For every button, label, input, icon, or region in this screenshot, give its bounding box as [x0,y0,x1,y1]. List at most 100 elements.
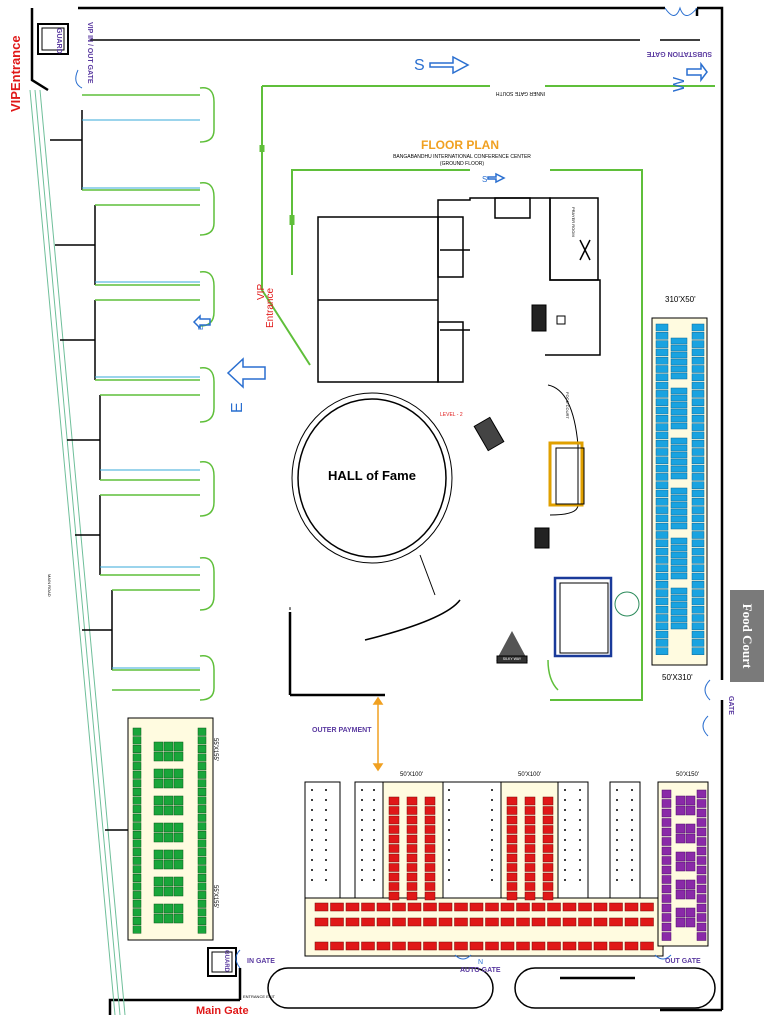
stall [388,825,400,834]
stall [691,423,705,431]
stall [691,498,705,506]
stall [173,849,184,860]
stall [691,390,705,398]
dim-50x100-b-label: 50'X100' [518,772,541,778]
stall [153,768,164,779]
stall [593,902,608,912]
stall [661,875,672,884]
stall [547,941,561,951]
stall [506,853,518,863]
marker-dot [491,809,493,811]
marker-dot [325,819,327,821]
stall [424,891,436,901]
compass-s-label: S [414,57,425,74]
stall [345,917,360,927]
stall [163,859,174,870]
stall [506,834,518,844]
stall [670,615,688,623]
stall [376,917,391,927]
stall [153,822,164,833]
marker-dot [311,819,313,821]
stall [685,805,696,816]
stall [661,799,672,808]
stall [424,882,436,891]
stall [696,808,707,818]
gate-arcs [75,6,711,969]
stall [655,556,669,564]
stall [609,902,623,912]
stall [153,859,164,870]
stall [655,406,669,415]
stall [173,903,184,914]
stall [388,796,400,806]
site-boundary [30,6,724,1015]
stall [691,431,705,440]
stall [691,614,705,622]
stall [132,822,142,831]
stall [392,941,406,951]
stall [655,614,669,622]
marker-dot [491,859,493,861]
stall [691,597,705,606]
stall [424,834,436,844]
stall [197,830,207,839]
stall [696,789,707,799]
stall [696,846,707,856]
stall [661,827,672,837]
stall [524,882,536,891]
blue-stall-zone [651,317,708,666]
stall [691,556,705,564]
dim-55x155-b-label: 55'X155' [212,885,218,908]
stall [407,902,422,912]
stall [655,390,669,398]
stall [153,751,164,762]
stall [197,882,207,891]
red-stall-zone [304,781,664,957]
stall [163,903,174,914]
stall [670,522,688,530]
silky-way-label: SILKY WAY [503,657,522,661]
inner-food-court [473,304,640,691]
food-court-label: Food Court [740,603,755,669]
stall [314,917,329,927]
stall [655,464,669,473]
stall [542,891,554,901]
stall [407,917,422,927]
marker-dot [631,819,633,821]
marker-dot [579,869,581,871]
dim-50x100-a-label: 50'X100' [400,772,423,778]
stall [655,398,669,406]
stall [670,351,688,359]
marker-dot [448,789,450,791]
marker-dot [491,879,493,881]
stall [691,522,705,531]
marker-dot [616,839,618,841]
stall [424,863,436,872]
stall [655,605,669,614]
marker-dot [616,819,618,821]
stall [438,902,453,912]
marker-dot [311,849,313,851]
stall [197,744,207,753]
marker-dot [579,819,581,821]
marker-dot [361,879,363,881]
stall [406,853,418,863]
stall [407,941,422,951]
stall [624,941,639,951]
stall [153,832,164,843]
entrance-exit-label: ENTRANCE EXIT [243,994,276,999]
stall [696,932,707,941]
stall [670,358,688,366]
out-gate-label: OUT GATE [665,958,701,965]
stall [506,882,518,891]
stall [691,489,705,498]
stall [163,849,174,860]
stall [132,805,142,814]
stall [163,778,174,789]
stall [516,941,530,951]
stall [655,647,669,655]
stall [197,753,207,762]
stall [132,916,142,925]
stall [153,886,164,897]
